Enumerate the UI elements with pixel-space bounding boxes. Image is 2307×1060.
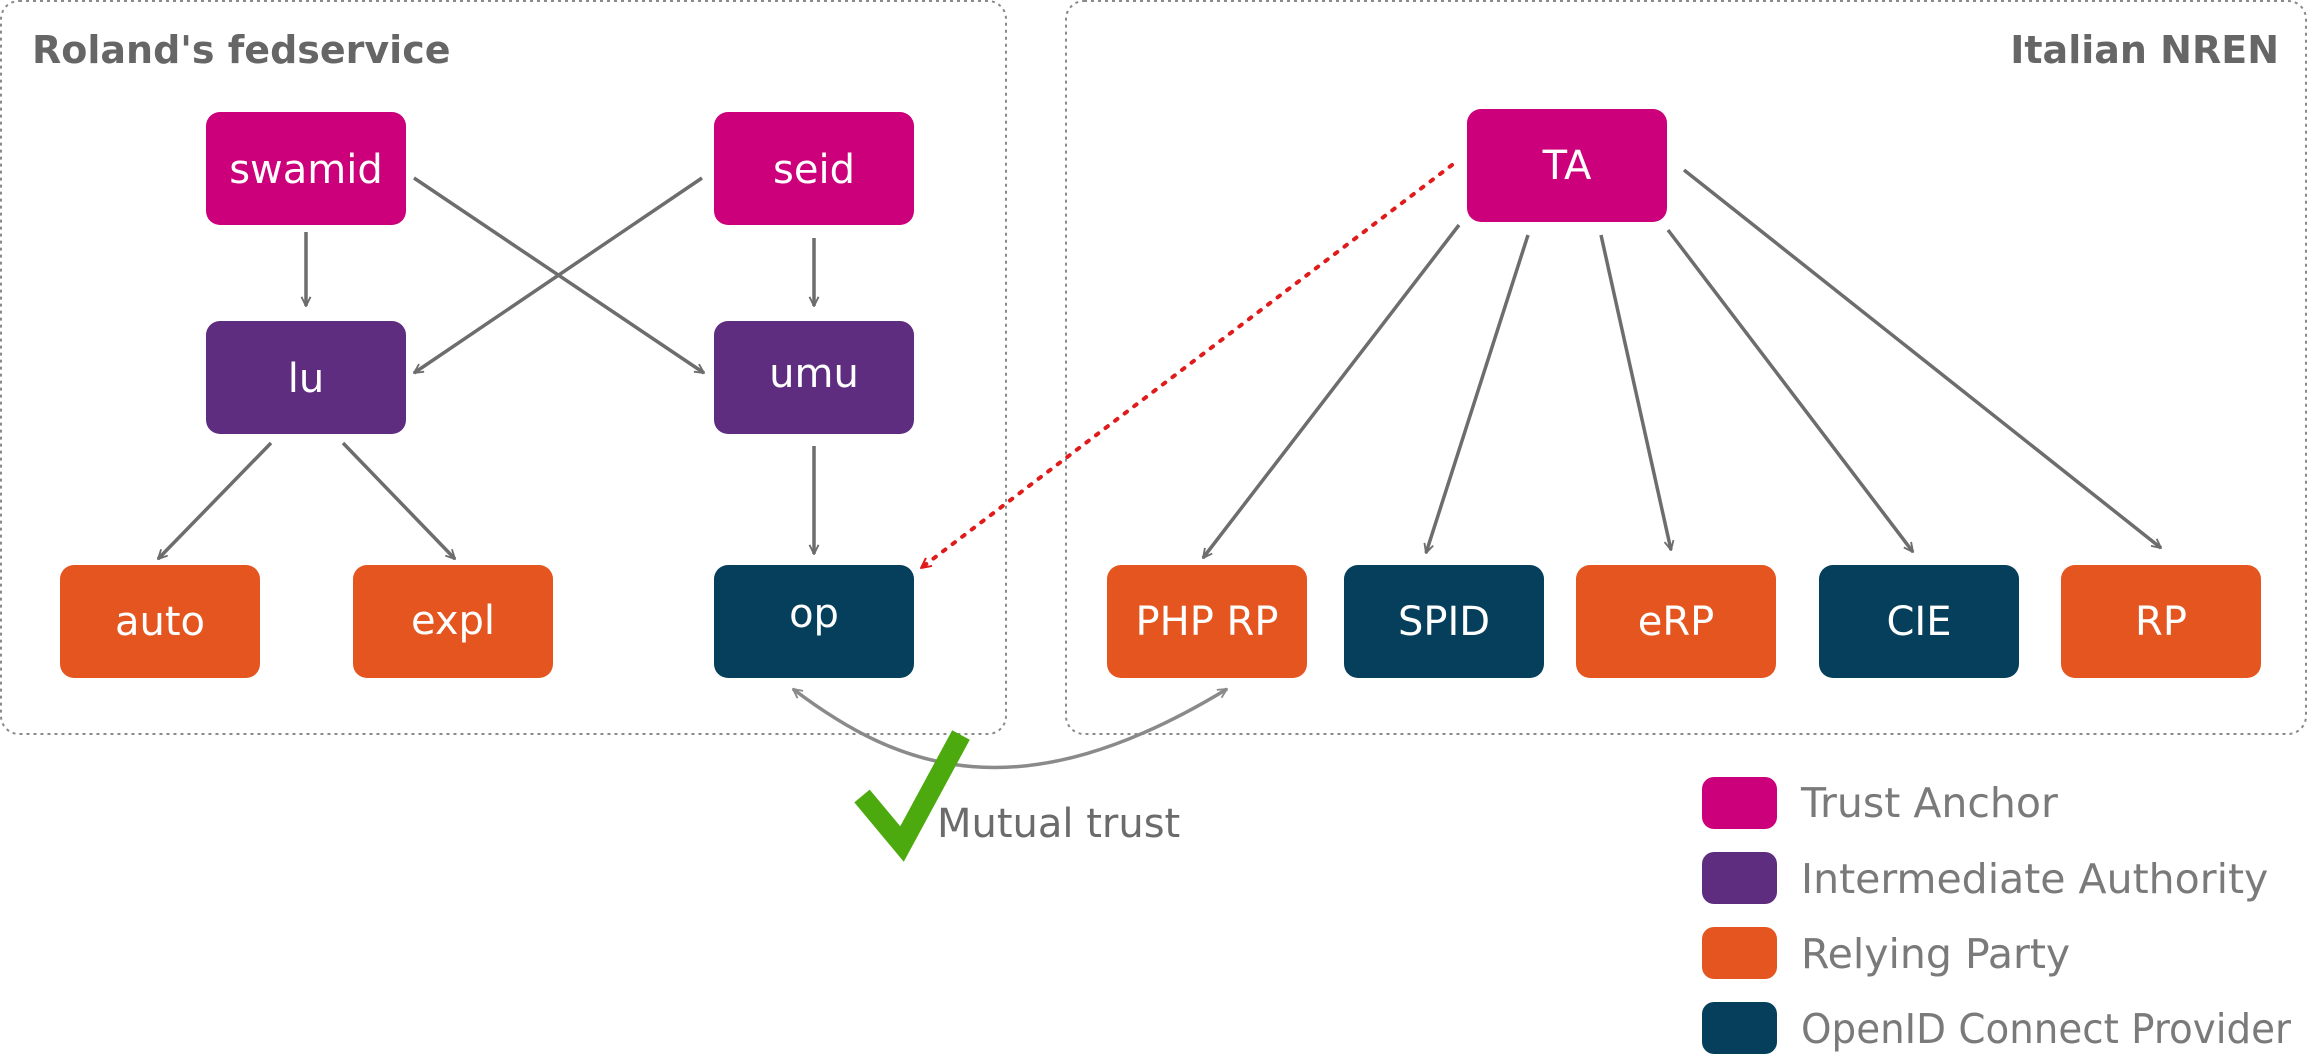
- group-box-rolands-fedservice: [0, 0, 1007, 735]
- node-cie-box: [1819, 565, 2019, 678]
- node-php-rp-box: [1107, 565, 1307, 678]
- node-lu-box: [206, 321, 406, 434]
- node-erp-box: [1576, 565, 1776, 678]
- mutual-trust-label: Mutual trust: [937, 801, 1180, 847]
- legend-label-openid-provider: OpenID Connect Provider: [1801, 1005, 2291, 1053]
- node-spid-label: SPID: [1398, 599, 1490, 645]
- node-op-label: op: [789, 591, 839, 637]
- node-seid-box: [714, 112, 914, 225]
- edge-op-php-rp-mutual: [793, 687, 1227, 770]
- nodes: swamid seid lu umu auto expl op TA: [60, 109, 2261, 678]
- node-expl-box: [353, 565, 553, 678]
- node-lu[interactable]: lu: [206, 321, 406, 434]
- node-rp-label: RP: [2135, 599, 2187, 645]
- legend: Trust Anchor Intermediate Authority Rely…: [1702, 777, 2291, 1054]
- legend-label-relying-party: Relying Party: [1801, 930, 2070, 978]
- node-ta[interactable]: TA: [1467, 109, 1667, 222]
- node-seid[interactable]: seid: [714, 112, 914, 225]
- group-italian-nren: Italian NREN: [1065, 0, 2307, 735]
- node-lu-label: lu: [288, 356, 324, 402]
- legend-label-intermediate: Intermediate Authority: [1801, 855, 2268, 903]
- node-expl-label: expl: [411, 598, 495, 644]
- node-ta-label: TA: [1542, 143, 1592, 189]
- node-auto[interactable]: auto: [60, 565, 260, 678]
- legend-label-trust-anchor: Trust Anchor: [1800, 779, 2058, 827]
- edge-ta-cie: [1666, 228, 1915, 552]
- node-auto-box: [60, 565, 260, 678]
- node-spid-box: [1344, 565, 1544, 678]
- node-seid-label: seid: [773, 147, 855, 193]
- node-php-rp[interactable]: PHP RP: [1107, 565, 1307, 678]
- mutual-trust: Mutual trust: [854, 730, 1180, 862]
- node-swamid-label: swamid: [229, 147, 383, 193]
- edge-lu-auto: [158, 441, 273, 559]
- node-rp-box: [2061, 565, 2261, 678]
- node-expl[interactable]: expl: [353, 565, 553, 678]
- group-box-italian-nren: [1065, 0, 2307, 735]
- node-spid[interactable]: SPID: [1344, 565, 1544, 678]
- node-umu-box: [714, 321, 914, 434]
- legend-swatch-relying-party: [1702, 927, 1777, 979]
- node-php-rp-label: PHP RP: [1136, 599, 1279, 645]
- legend-item-relying-party: Relying Party: [1702, 927, 2070, 979]
- edge-ta-rp: [1682, 168, 2161, 550]
- node-rp[interactable]: RP: [2061, 565, 2261, 678]
- group-title-italian-nren: Italian NREN: [2010, 28, 2279, 72]
- edge-lu-expl: [341, 441, 455, 559]
- edge-ta-erp: [1599, 234, 1671, 550]
- legend-item-openid-provider: OpenID Connect Provider: [1702, 1002, 2291, 1054]
- legend-item-trust-anchor: Trust Anchor: [1702, 777, 2058, 829]
- node-auto-label: auto: [115, 599, 205, 645]
- edge-ta-spid: [1426, 234, 1530, 553]
- node-swamid-box: [206, 112, 406, 225]
- edge-ta-php-rp: [1201, 223, 1461, 558]
- edges: [158, 163, 2161, 770]
- node-erp-label: eRP: [1638, 599, 1715, 645]
- node-op-box: [714, 565, 914, 678]
- node-umu-label: umu: [769, 351, 859, 397]
- node-erp[interactable]: eRP: [1576, 565, 1776, 678]
- legend-item-intermediate: Intermediate Authority: [1702, 852, 2268, 904]
- group-title-rolands-fedservice: Roland's fedservice: [32, 28, 451, 72]
- node-ta-box: [1467, 109, 1667, 222]
- node-op[interactable]: op: [714, 565, 914, 678]
- node-umu[interactable]: umu: [714, 321, 914, 434]
- legend-swatch-openid-provider: [1702, 1002, 1777, 1054]
- node-swamid[interactable]: swamid: [206, 112, 406, 225]
- edge-seid-lu: [414, 176, 703, 375]
- legend-swatch-trust-anchor: [1702, 777, 1777, 829]
- node-cie-label: CIE: [1887, 599, 1952, 645]
- legend-swatch-intermediate: [1702, 852, 1777, 904]
- node-cie[interactable]: CIE: [1819, 565, 2019, 678]
- check-mark-icon: [854, 730, 970, 862]
- edge-ta-op-dotted: [919, 163, 1454, 570]
- group-rolands-fedservice: Roland's fedservice: [0, 0, 1007, 735]
